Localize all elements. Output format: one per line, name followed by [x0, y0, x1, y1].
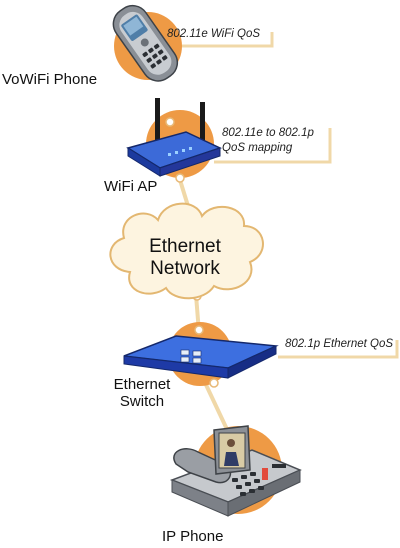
- dot-phone: [165, 117, 175, 127]
- ethernet-qos-annotation: 802.1p Ethernet QoS: [285, 338, 394, 350]
- ip-phone-label: IP Phone: [162, 528, 224, 545]
- cloud-icon: [109, 202, 264, 300]
- qos-mapping-line1: 802.11e to 802.1p: [222, 127, 314, 139]
- ethernet-switch-line1: Ethernet: [113, 376, 171, 393]
- ethernet-switch-line2: Switch: [119, 393, 165, 410]
- ethernet-switch-label: Ethernet Switch: [110, 376, 174, 410]
- ethernet-network-label: Ethernet Network: [125, 236, 245, 280]
- vowifi-phone-label: VoWiFi Phone: [2, 71, 98, 88]
- mapping-bracket: [214, 128, 332, 164]
- wifi-qos-bracket: [160, 32, 274, 48]
- dot-ap: [175, 173, 185, 183]
- qos-mapping-annotation: 802.11e to 802.1p QoS mapping: [222, 126, 314, 156]
- mobile-phone-icon: [112, 4, 179, 82]
- qos-mapping-line2: QoS mapping: [222, 142, 293, 154]
- dot-switch-top: [194, 325, 204, 335]
- wifi-ap-label: WiFi AP: [104, 178, 158, 195]
- dot-switch-bottom: [209, 378, 219, 388]
- ethernet-network-line1: Ethernet: [149, 236, 221, 257]
- ethernet-qos-bracket: [278, 340, 399, 359]
- network-switch-icon: [123, 335, 279, 379]
- wifi-qos-annotation: 802.11e WiFi QoS: [167, 28, 261, 40]
- desk-ip-phone-icon: [169, 425, 302, 517]
- wifi-router-icon: [126, 98, 223, 177]
- ethernet-network-line2: Network: [150, 258, 220, 279]
- annotation-brackets: [160, 32, 399, 359]
